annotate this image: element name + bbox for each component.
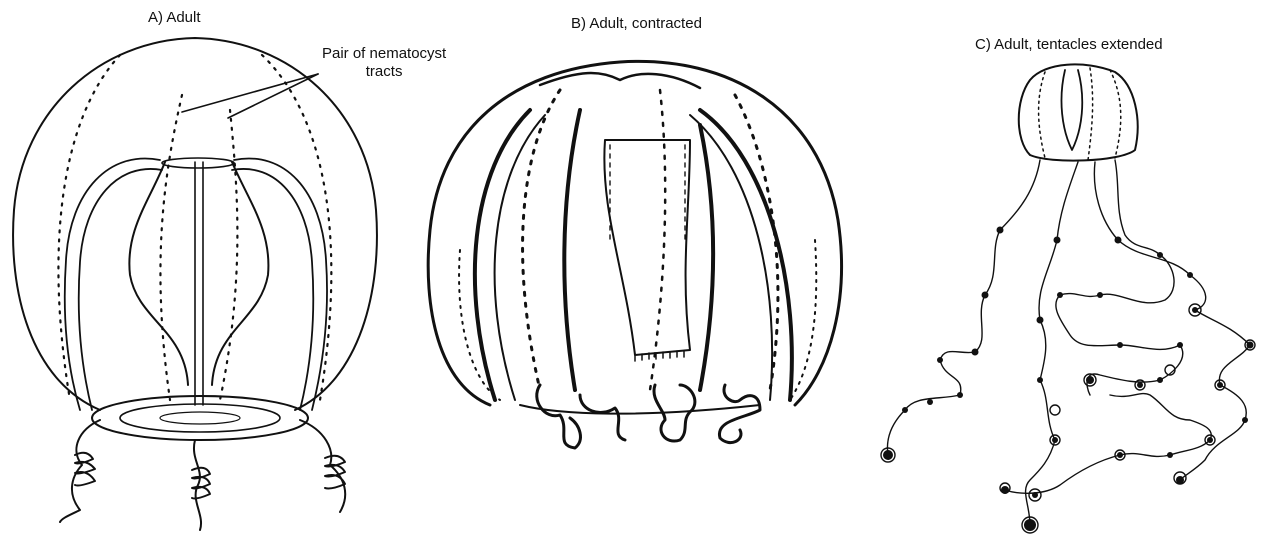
nematocyst-clusters (881, 304, 1255, 533)
canal-b4 (700, 125, 713, 390)
canal-b3 (564, 110, 580, 390)
tentacle-c1 (887, 160, 1040, 455)
tentacle-c3 (1094, 162, 1250, 480)
manubrium-inner-b (610, 145, 685, 240)
velum-a (120, 404, 280, 432)
dotted-canal-b1 (523, 90, 560, 390)
bell-margin-a (92, 396, 308, 440)
jellyfish-tentacles-extended (881, 64, 1255, 533)
jellyfish-contracted (428, 61, 841, 448)
bell-apex-b (540, 73, 700, 88)
panel-b-label: B) Adult, contracted (571, 15, 702, 32)
bell-canal-c1 (1039, 72, 1045, 158)
nematocyst-tract-1 (160, 95, 182, 400)
annotation-line-2: tracts (322, 63, 446, 81)
inner-arch-right-2 (232, 169, 313, 410)
jellyfish-adult (13, 38, 377, 530)
dotted-canal-b3 (650, 90, 665, 390)
bulb-b2 (580, 395, 625, 440)
bulb-b4 (719, 385, 760, 443)
tentacle-c4 (1056, 160, 1183, 395)
velum-inner-a (160, 412, 240, 424)
tentacle-coil-right (325, 456, 345, 489)
bell-margin-b (520, 405, 760, 414)
bell-outline-c (1019, 64, 1138, 160)
tentacle-c2 (1026, 162, 1078, 525)
bell-canal-c2 (1110, 70, 1121, 158)
manubrium-c (1061, 70, 1082, 150)
manubrium-b (604, 140, 690, 355)
panel-a-label: A) Adult (148, 9, 201, 26)
annotation-line-1: Pair of nematocyst (322, 45, 446, 63)
dotted-canal-b5 (790, 240, 816, 400)
manubrium-a (129, 162, 268, 385)
canal-b1b (495, 115, 545, 400)
nematocyst-knobs (883, 227, 1254, 532)
tentacle-left-a (60, 420, 100, 522)
nematocyst-tract-2 (220, 110, 237, 400)
nematocyst-annotation: Pair of nematocyst tracts (322, 45, 446, 81)
pointer-line-1 (182, 74, 318, 112)
bulb-b1 (537, 385, 581, 448)
manubrium-top (162, 158, 234, 168)
bell-canal-c3 (1088, 68, 1093, 160)
tentacle-mid-a (194, 440, 201, 530)
inner-arch-left-2 (79, 169, 162, 410)
panel-c-label: C) Adult, tentacles extended (975, 36, 1163, 53)
